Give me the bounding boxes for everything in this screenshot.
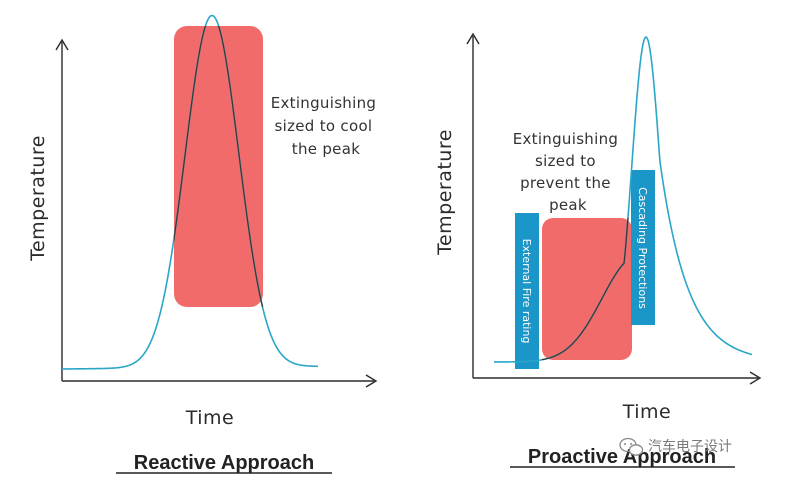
left-x-axis-arrow	[365, 374, 378, 388]
reactive-annotation-line: the peak	[292, 140, 360, 158]
reactive-panel: Extinguishing sized to cool the peak Tem…	[27, 14, 382, 474]
proactive-panel: External Fire rating Cascading Protectio…	[434, 32, 762, 468]
proactive-caption: Proactive Approach	[528, 446, 716, 468]
left-y-axis-arrow	[55, 38, 69, 51]
reactive-curve-overlap	[174, 26, 263, 307]
proactive-annotation: Extinguishing sized to prevent the peak	[513, 130, 624, 214]
external-fire-rating-label: External Fire rating	[520, 239, 533, 344]
watermark-text: 汽车电子设计	[648, 438, 732, 455]
proactive-annotation-line: Extinguishing	[513, 130, 619, 148]
right-y-axis-arrow	[466, 32, 480, 45]
right-x-axis-label: Time	[622, 401, 672, 423]
watermark: 汽车电子设计	[619, 437, 732, 456]
proactive-extinguishing-zone	[542, 218, 632, 360]
cascading-protections-label: Cascading Protections	[636, 187, 649, 309]
right-y-axis-label: Temperature	[434, 129, 456, 256]
reactive-annotation: Extinguishing sized to cool the peak	[271, 94, 382, 158]
reactive-caption: Reactive Approach	[134, 452, 314, 474]
proactive-annotation-line: peak	[549, 196, 587, 214]
wechat-icon	[619, 437, 644, 456]
external-fire-rating-tag	[515, 213, 539, 369]
proactive-curve-overlap	[542, 218, 629, 360]
reactive-annotation-line: sized to cool	[275, 117, 373, 135]
proactive-annotation-line: sized to	[535, 152, 596, 170]
proactive-annotation-line: prevent the	[520, 174, 611, 192]
reactive-annotation-line: Extinguishing	[271, 94, 377, 112]
reactive-extinguishing-zone	[174, 26, 263, 307]
right-x-axis-arrow	[749, 371, 762, 385]
left-x-axis-label: Time	[185, 407, 235, 429]
cascading-protections-tag	[631, 170, 655, 325]
left-y-axis-label: Temperature	[27, 135, 49, 262]
